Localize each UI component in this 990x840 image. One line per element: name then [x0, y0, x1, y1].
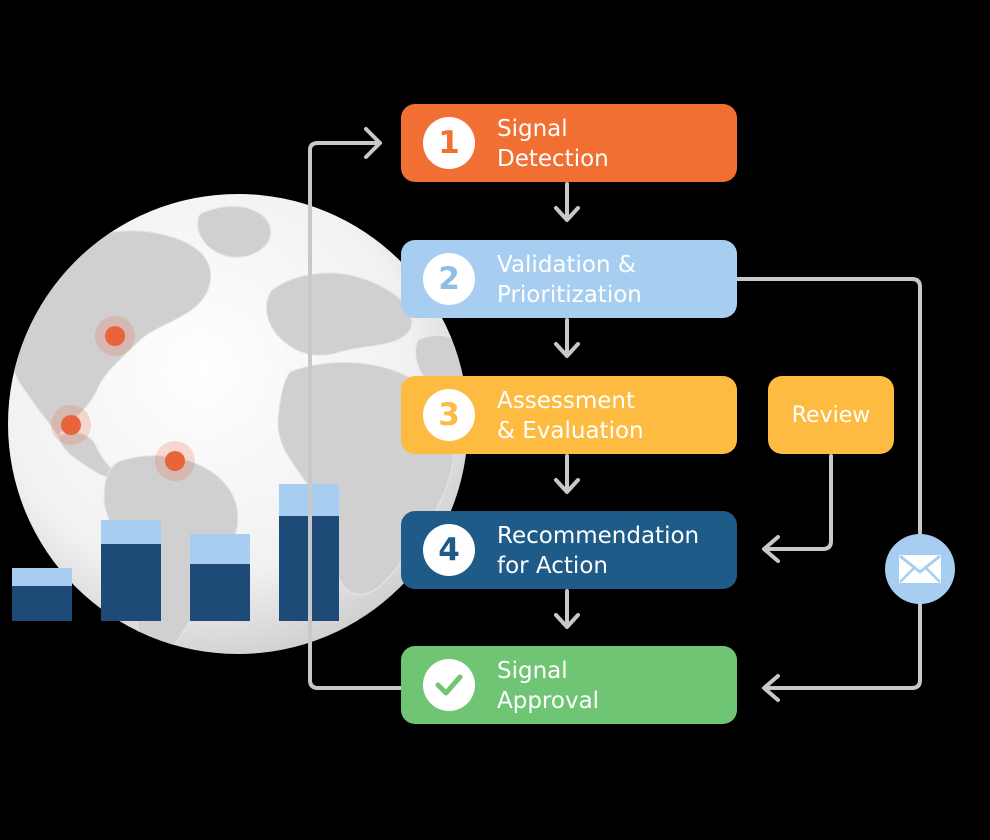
arrowhead	[554, 206, 580, 222]
feedback-loop-connector	[308, 141, 403, 690]
envelope-icon	[899, 554, 941, 583]
step-signal-detection: 1 Signal Detection	[401, 104, 737, 182]
hotspot-marker	[95, 316, 135, 356]
step-label: Assessment & Evaluation	[497, 388, 644, 444]
arrowhead	[364, 127, 382, 159]
step-label: Signal Approval	[497, 658, 600, 714]
step-label: Recommendation for Action	[497, 523, 700, 579]
review-connector	[764, 454, 833, 551]
review-label: Review	[791, 402, 871, 428]
step-number: 1	[423, 117, 475, 169]
review-box: Review	[768, 376, 894, 454]
step-assessment-evaluation: 3 Assessment & Evaluation	[401, 376, 737, 454]
step-number: 3	[423, 389, 475, 441]
notification-badge	[885, 534, 955, 604]
hotspot-marker	[51, 405, 91, 445]
step-number: 2	[423, 253, 475, 305]
step-label: Signal Detection	[497, 116, 609, 172]
step-signal-approval: Signal Approval	[401, 646, 737, 724]
step-label: Validation & Prioritization	[497, 252, 642, 308]
arrowhead	[554, 342, 580, 358]
hotspot-marker	[155, 441, 195, 481]
step-number: 4	[423, 524, 475, 576]
arrowhead	[762, 674, 780, 702]
arrowhead	[554, 478, 580, 494]
checkmark-icon	[423, 659, 475, 711]
arrowhead	[762, 535, 780, 563]
step-validation-prioritization: 2 Validation & Prioritization	[401, 240, 737, 318]
bypass-connector	[736, 277, 922, 690]
step-recommendation-action: 4 Recommendation for Action	[401, 511, 737, 589]
arrowhead	[554, 613, 580, 629]
